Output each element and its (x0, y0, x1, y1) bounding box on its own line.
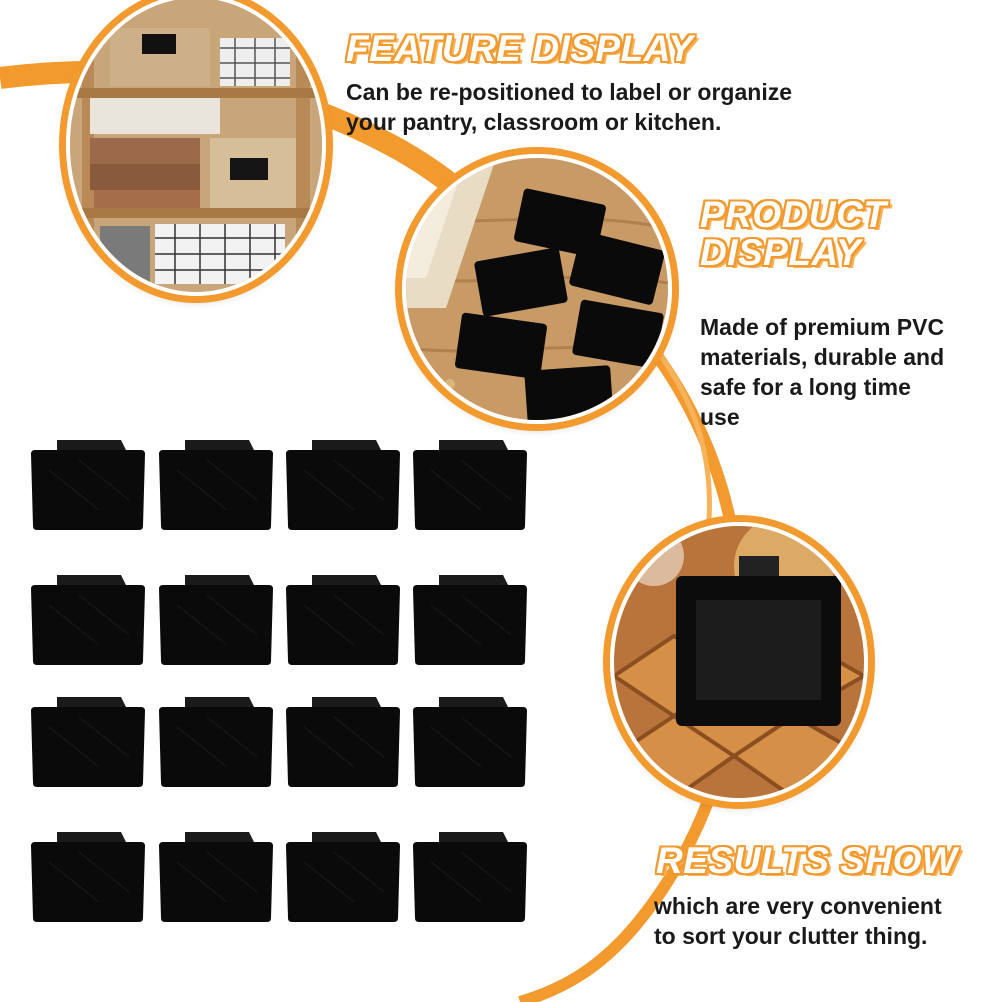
product-display-heading: PRODUCT DISPLAY (700, 196, 886, 271)
product-label-item (411, 832, 529, 924)
product-display-photo (402, 154, 672, 424)
description-line: which are very convenient (654, 893, 942, 919)
product-label-item (29, 697, 147, 789)
product-label-item (157, 575, 275, 667)
results-show-photo (610, 522, 868, 802)
feature-display-heading: FEATURE DISPLAY (346, 28, 694, 69)
description-line: safe for a long time (700, 373, 911, 400)
feature-display-photo (66, 0, 326, 296)
product-label-item (411, 697, 529, 789)
product-label-item (284, 440, 402, 532)
product-label-item (284, 832, 402, 924)
description-line: use (700, 403, 740, 430)
product-label-item (157, 697, 275, 789)
description-line: materials, durable and (700, 343, 945, 370)
product-label-item (157, 440, 275, 532)
product-label-item (284, 575, 402, 667)
heading-line: PRODUCT (700, 194, 887, 235)
description-line: Made of premium PVC (700, 314, 945, 340)
product-label-item (157, 832, 275, 924)
product-label-item (284, 697, 402, 789)
product-label-item (29, 832, 147, 924)
feature-display-description: Can be re-positioned to label or organiz… (346, 78, 792, 138)
description-line: Can be re-positioned to label or organiz… (346, 79, 792, 105)
description-line: to sort your clutter thing. (654, 922, 928, 949)
product-display-description: Made of premium PVC materials, durable a… (700, 313, 944, 433)
product-label-item (29, 575, 147, 667)
description-line: your pantry, classroom or kitchen. (346, 108, 722, 135)
product-label-item (411, 440, 529, 532)
results-show-heading: RESULTS SHOW (656, 840, 958, 881)
heading-line: DISPLAY (700, 231, 862, 273)
results-show-description: which are very convenient to sort your c… (654, 892, 942, 952)
product-label-item (411, 575, 529, 667)
product-label-item (29, 440, 147, 532)
